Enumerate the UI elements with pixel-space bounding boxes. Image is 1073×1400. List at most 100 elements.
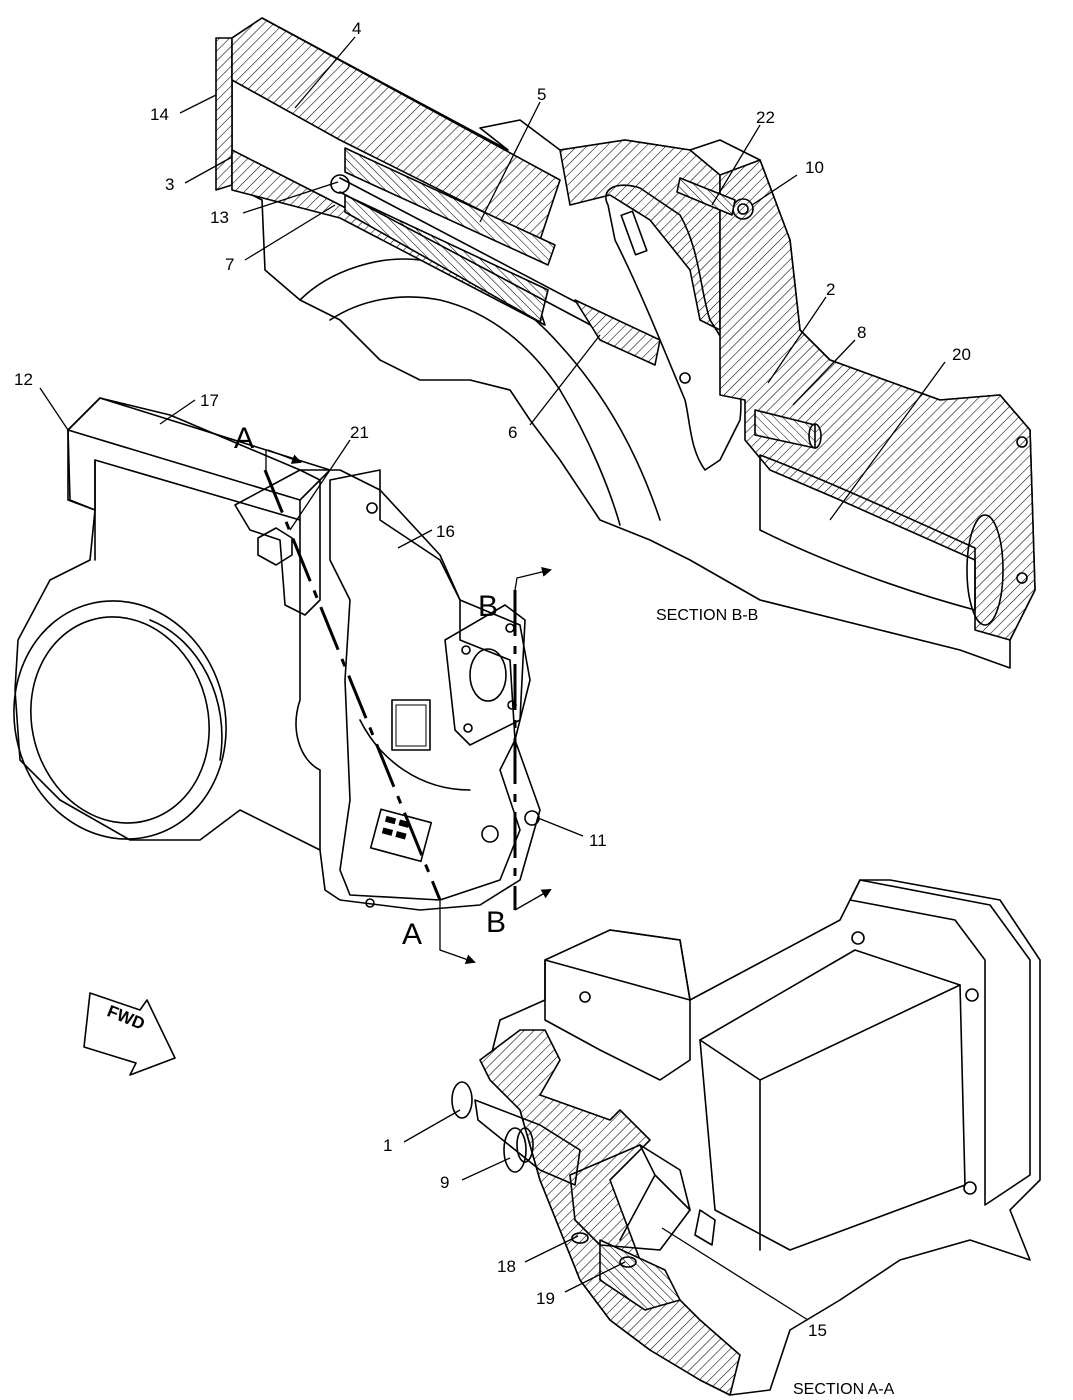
section-bb-cavity-curve: [299, 258, 661, 521]
callout-3: 3: [165, 175, 174, 194]
flange-bolt-c: [463, 723, 473, 733]
callout-5: 5: [537, 85, 546, 104]
leader-12: [39, 387, 69, 431]
section-aa-view: [451, 879, 1041, 1396]
section-bb-lever-slot: [620, 210, 648, 256]
round-port-inner: [30, 616, 210, 824]
leader-19: [564, 1261, 626, 1293]
hex-bolt-15: [569, 1144, 691, 1251]
leader-6: [529, 334, 601, 426]
callout-18: 18: [497, 1257, 516, 1276]
cut-arrow-a-top: [265, 449, 300, 470]
side-bolt-lower: [481, 825, 499, 843]
callout-22: 22: [756, 108, 775, 127]
cut-label-a-top: A: [234, 422, 254, 455]
section-aa-key: [694, 1209, 716, 1246]
section-bb-pin-22: [676, 177, 736, 216]
section-bb-bore-end: [966, 514, 1004, 626]
section-bb-bolt-hole-bottom: [1016, 572, 1028, 584]
leader-7: [244, 204, 336, 261]
callout-15: 15: [808, 1321, 827, 1340]
section-aa-chamber: [699, 949, 966, 1251]
cut-label-b-bottom: B: [486, 906, 506, 939]
round-port-outer: [13, 600, 227, 840]
inspection-window-inner: [395, 704, 427, 747]
section-aa-chamber-edge: [699, 984, 961, 1251]
cut-labels: A A B B: [234, 422, 506, 951]
body-detail-lines: [94, 459, 471, 851]
leader-18: [524, 1235, 579, 1263]
cut-arrow-b-bottom: [514, 889, 552, 911]
section-bb-right-bore: [759, 454, 976, 611]
cut-label-a-bottom: A: [402, 918, 422, 951]
callout-11: 11: [589, 831, 607, 850]
flange-plate: [444, 604, 526, 746]
section-aa-top-box: [544, 929, 691, 1081]
washer-9: [503, 1127, 527, 1173]
section-aa-flange-bolt-c: [963, 1181, 977, 1195]
section-aa-hatched-wall: [479, 1029, 741, 1396]
callout-numbers: 4 14 3 13 7 5 22 10 2 8 20 6 12 17 21 16…: [14, 19, 971, 1340]
callout-9: 9: [440, 1173, 449, 1192]
leader-8: [792, 339, 856, 406]
cut-label-b-top: B: [478, 590, 498, 623]
hex-bolt-15-facet: [619, 1144, 691, 1241]
section-aa-caption: SECTION A-A: [793, 1381, 895, 1398]
hex-nut-21: [257, 527, 293, 566]
callout-2: 2: [826, 280, 835, 299]
leader-17: [159, 399, 196, 425]
callout-leaders: [39, 36, 946, 1321]
callout-8: 8: [857, 323, 866, 342]
section-bb-lever-pin: [679, 372, 691, 384]
shaft-stem: [474, 1099, 581, 1186]
section-bb-spring-coil-lower: [344, 194, 549, 323]
callout-19: 19: [536, 1289, 555, 1308]
flange-bolt-b: [505, 623, 515, 633]
callout-4: 4: [352, 19, 361, 38]
washer-9-inner: [516, 1127, 534, 1163]
leader-16: [397, 529, 433, 549]
leader-10: [751, 174, 798, 206]
leader-21: [289, 439, 351, 531]
leader-9: [461, 1157, 511, 1181]
section-bb-bolt-hole-top: [1016, 436, 1028, 448]
callout-21: 21: [350, 423, 369, 442]
callout-6: 6: [508, 423, 517, 442]
section-aa-flange-bolt-b: [965, 988, 979, 1002]
callout-10: 10: [805, 158, 824, 177]
pin-19: [619, 1256, 637, 1268]
section-bb-upper-boss: [559, 139, 721, 331]
section-aa-flange: [849, 879, 1031, 1206]
section-bb-screw-8-head: [808, 423, 822, 449]
section-aa-bolt-top: [579, 991, 591, 1003]
valve-side-plate: [329, 469, 521, 901]
round-port-depth: [149, 619, 223, 761]
section-bb-right-wall: [719, 159, 1036, 641]
section-bb-end-cap: [215, 37, 233, 191]
cut-arrow-a-bottom: [439, 900, 476, 965]
section-bb-piston-housing: [574, 299, 661, 366]
leader-5: [479, 101, 541, 223]
top-bolt: [366, 502, 378, 514]
callout-12: 12: [14, 370, 33, 389]
callout-14: 14: [150, 105, 169, 124]
flange-bolt-a: [461, 645, 471, 655]
nameplate-mark-3: [381, 827, 394, 836]
callout-17: 17: [200, 391, 219, 410]
callout-13: 13: [210, 208, 229, 227]
callout-1: 1: [383, 1136, 392, 1155]
section-aa-flange-bolt-a: [851, 931, 865, 945]
pin-18: [571, 1232, 589, 1244]
section-bb-caption: SECTION B-B: [656, 607, 758, 624]
fwd-label: FWD: [104, 1002, 147, 1034]
leader-15: [661, 1227, 809, 1321]
leader-4: [294, 36, 356, 109]
leader-14: [179, 94, 217, 114]
leader-20: [829, 361, 946, 521]
leader-13: [242, 181, 339, 214]
section-bb-rod: [339, 177, 611, 331]
callout-20: 20: [952, 345, 971, 364]
callout-7: 7: [225, 255, 234, 274]
leader-22: [711, 124, 761, 206]
